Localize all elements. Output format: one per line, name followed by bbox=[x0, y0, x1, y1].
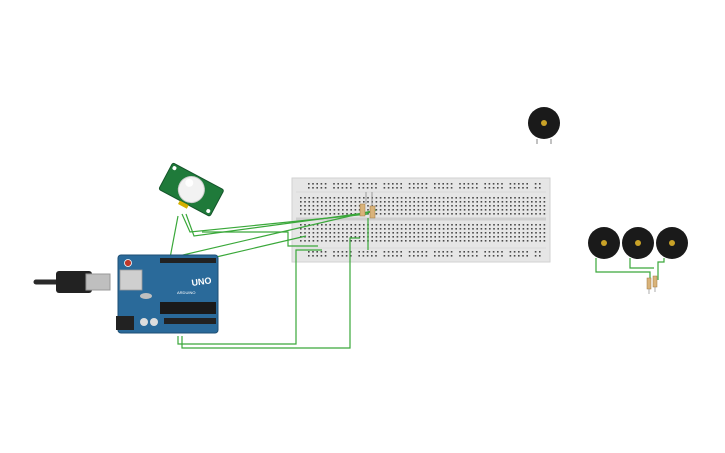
wire bbox=[211, 235, 307, 259]
buzzer-1 bbox=[588, 227, 620, 259]
buzzer-3 bbox=[656, 227, 688, 259]
wires[interactable] bbox=[169, 209, 665, 349]
buzzer-2 bbox=[622, 227, 654, 259]
breadboard-holes[interactable] bbox=[300, 183, 546, 257]
wire bbox=[181, 237, 360, 349]
pir-sensor[interactable] bbox=[157, 162, 224, 220]
breadboard-resistors[interactable] bbox=[359, 192, 376, 219]
wire bbox=[595, 258, 651, 286]
wire bbox=[177, 249, 322, 345]
buzzer-top bbox=[528, 107, 560, 144]
arduino-brand-label: ARDUINO bbox=[177, 290, 195, 295]
wire bbox=[202, 231, 318, 247]
wire bbox=[629, 258, 654, 269]
wire bbox=[185, 211, 373, 237]
usb-cable[interactable] bbox=[33, 271, 111, 293]
arduino-uno[interactable]: UNO ARDUINO bbox=[116, 254, 219, 334]
buzzers[interactable] bbox=[528, 107, 688, 259]
wire bbox=[657, 258, 665, 280]
buzzer-resistors[interactable] bbox=[646, 275, 658, 294]
arduino-uno-label: UNO bbox=[191, 275, 212, 288]
